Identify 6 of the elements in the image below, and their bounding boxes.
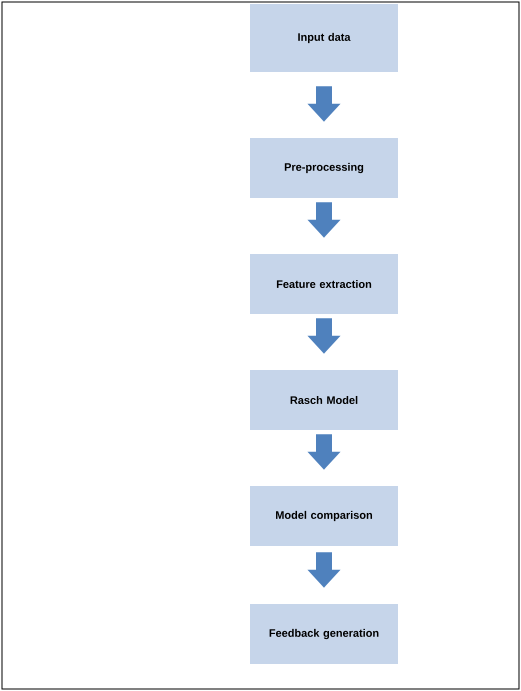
process-box: Model comparison	[250, 486, 398, 546]
process-box: Feedback generation	[250, 604, 398, 664]
process-box: Pre-processing	[250, 138, 398, 198]
process-box: Rasch Model	[250, 370, 398, 430]
process-box: Input data	[250, 4, 398, 72]
process-box: Feature extraction	[250, 254, 398, 314]
